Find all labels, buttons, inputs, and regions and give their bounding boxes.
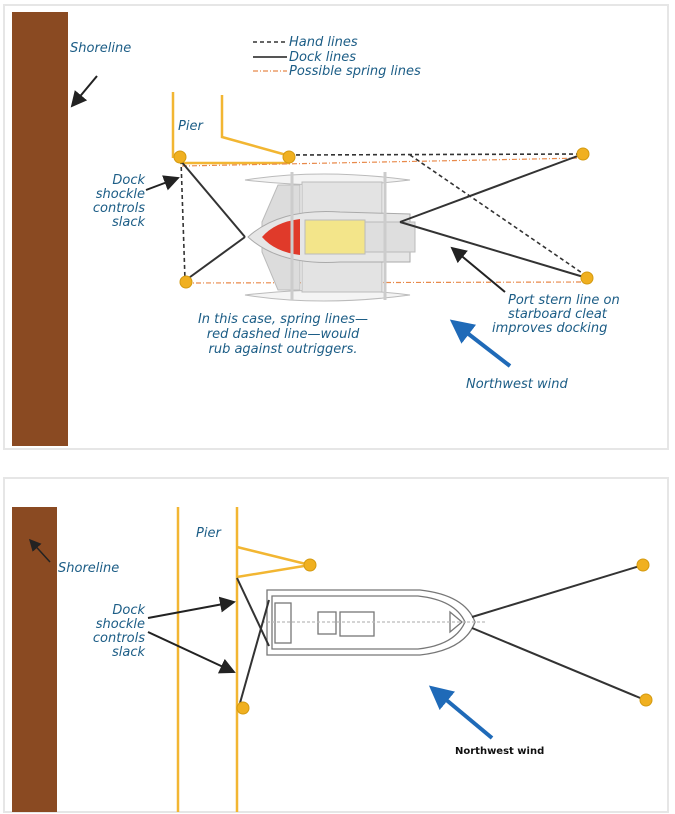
shockle-arrow-upper — [147, 596, 236, 619]
svg-text:controls: controls — [93, 201, 145, 216]
shockle-arrow-lower — [147, 631, 236, 674]
wind-arrow — [449, 319, 512, 368]
svg-text:starboard cleat: starboard cleat — [508, 307, 608, 322]
legend: Hand lines Dock lines Possible spring li… — [253, 35, 421, 79]
shockle-arrow — [145, 175, 180, 191]
shoreline — [12, 12, 68, 446]
svg-text:Port stern line on: Port stern line on — [508, 293, 620, 308]
svg-text:controls: controls — [93, 631, 145, 646]
pier-label: Pier — [178, 119, 204, 134]
cleats — [173, 147, 594, 289]
wind-label: Northwest wind — [455, 746, 544, 757]
bottom-panel: Shoreline Pier — [3, 477, 669, 813]
port-stern-note: Port stern line on starboard cleat impro… — [492, 293, 620, 336]
svg-text:shockle: shockle — [96, 187, 145, 202]
wind-label: Northwest wind — [466, 377, 568, 392]
svg-text:slack: slack — [112, 645, 145, 660]
shoreline-label: Shoreline — [70, 41, 131, 56]
legend-dock-lines: Dock lines — [289, 50, 356, 65]
svg-text:Dock: Dock — [112, 173, 145, 188]
spring-note: In this case, spring lines— red dashed l… — [198, 312, 368, 357]
legend-hand-lines: Hand lines — [289, 35, 358, 50]
shockle-label: Dock shockle controls slack — [93, 603, 146, 660]
svg-text:In this case, spring lines—: In this case, spring lines— — [198, 312, 368, 327]
port-stern-arrow — [450, 246, 506, 293]
pier-label: Pier — [196, 526, 222, 541]
svg-text:slack: slack — [112, 215, 145, 230]
dock-lines — [236, 564, 646, 704]
dock-lines — [179, 153, 588, 281]
legend-spring-lines: Possible spring lines — [289, 64, 421, 79]
svg-text:rub against outriggers.: rub against outriggers. — [208, 342, 357, 357]
svg-text:improves docking: improves docking — [492, 321, 607, 336]
svg-text:Dock: Dock — [112, 603, 145, 618]
shoreline — [12, 507, 57, 812]
pier — [171, 92, 291, 165]
wind-arrow — [428, 685, 494, 740]
svg-text:red dashed line—would: red dashed line—would — [207, 327, 360, 342]
cleats — [236, 558, 653, 715]
center-console-boat — [262, 589, 485, 656]
hand-lines — [180, 153, 586, 281]
shockle-label: Dock shockle controls slack — [93, 173, 146, 230]
shoreline-arrow — [70, 75, 98, 108]
svg-text:shockle: shockle — [96, 617, 145, 632]
shoreline-label: Shoreline — [58, 561, 119, 576]
top-panel: Shoreline Hand lines Dock lines Possible… — [3, 4, 669, 450]
trimaran-boat — [244, 172, 416, 302]
shoreline-arrow — [28, 538, 51, 563]
